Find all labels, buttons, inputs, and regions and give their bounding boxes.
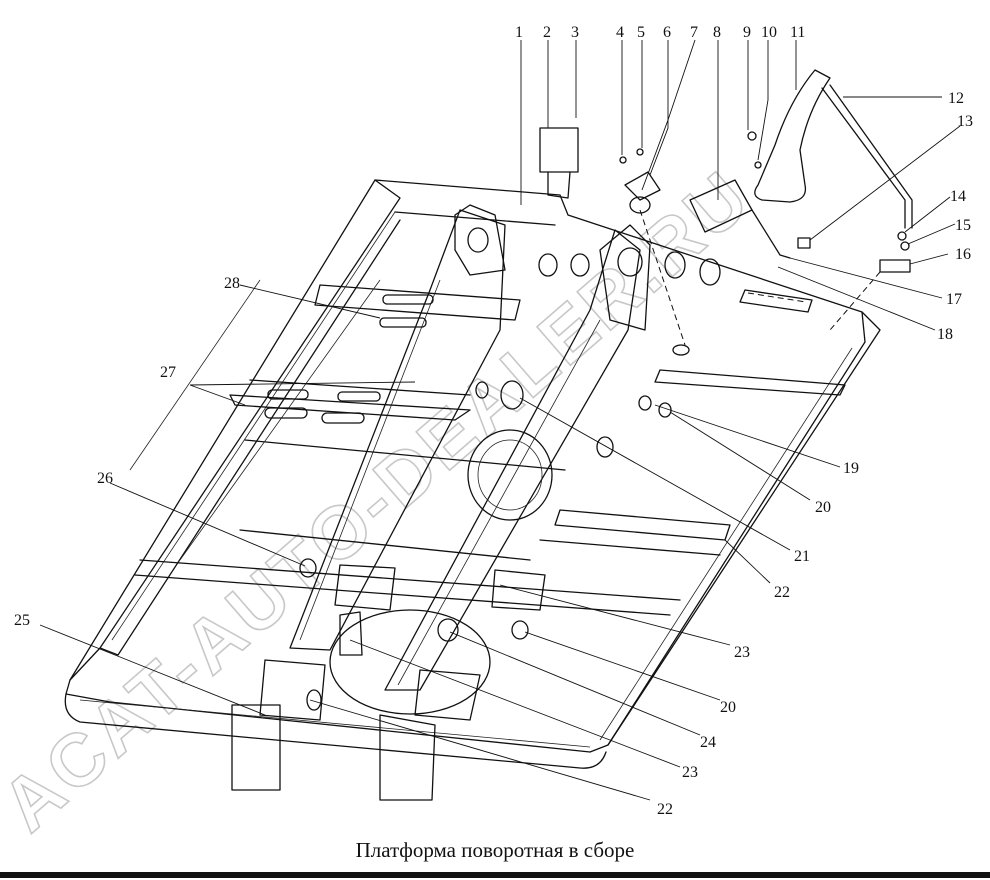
callout-18: 18 — [937, 326, 953, 343]
bottom-rule — [0, 872, 990, 878]
callout-8: 8 — [713, 24, 721, 41]
callout-23: 23 — [734, 644, 750, 661]
callout-19: 19 — [843, 460, 859, 477]
callout-10: 10 — [761, 24, 777, 41]
callout-16: 16 — [955, 246, 971, 263]
callout-12: 12 — [948, 90, 964, 107]
callout-4: 4 — [616, 24, 624, 41]
callout-23-second: 23 — [682, 764, 698, 781]
callout-22: 22 — [774, 584, 790, 601]
callout-17: 17 — [946, 291, 962, 308]
main-beams — [129, 209, 846, 691]
slotted-plates — [264, 294, 434, 424]
callout-26: 26 — [97, 470, 113, 487]
callout-9: 9 — [743, 24, 751, 41]
callout-6: 6 — [663, 24, 671, 41]
callout-13: 13 — [957, 113, 973, 130]
callout-25: 25 — [14, 612, 30, 629]
callout-2: 2 — [543, 24, 551, 41]
callout-3: 3 — [571, 24, 579, 41]
bushings — [299, 380, 672, 711]
callout-11: 11 — [790, 24, 805, 41]
callout-7: 7 — [690, 24, 698, 41]
support-legs — [231, 564, 546, 801]
step-plate — [739, 289, 813, 313]
callout-21: 21 — [794, 548, 810, 565]
boom-lugs — [454, 204, 721, 331]
slewing-ring — [329, 429, 553, 715]
leader-lines — [39, 39, 961, 801]
callout-24: 24 — [700, 734, 716, 751]
callout-15: 15 — [955, 217, 971, 234]
callout-14: 14 — [950, 188, 966, 205]
callout-5: 5 — [637, 24, 645, 41]
callout-22-second: 22 — [657, 801, 673, 818]
callout-27: 27 — [160, 364, 176, 381]
drawing-caption: Платформа поворотная в сборе — [355, 838, 635, 862]
outer-frame — [64, 179, 881, 769]
watermark: ACAT-AUTO-DEALER.RU — [0, 153, 767, 848]
callout-20-second: 20 — [720, 699, 736, 716]
callout-28: 28 — [224, 275, 240, 292]
exploded-parts — [539, 69, 913, 356]
callout-20: 20 — [815, 499, 831, 516]
callout-labels: 1 2 3 4 5 6 7 8 9 10 11 12 13 14 15 16 1… — [14, 24, 973, 818]
callout-1: 1 — [515, 24, 523, 41]
watermark-text: ACAT-AUTO-DEALER.RU — [0, 154, 766, 847]
